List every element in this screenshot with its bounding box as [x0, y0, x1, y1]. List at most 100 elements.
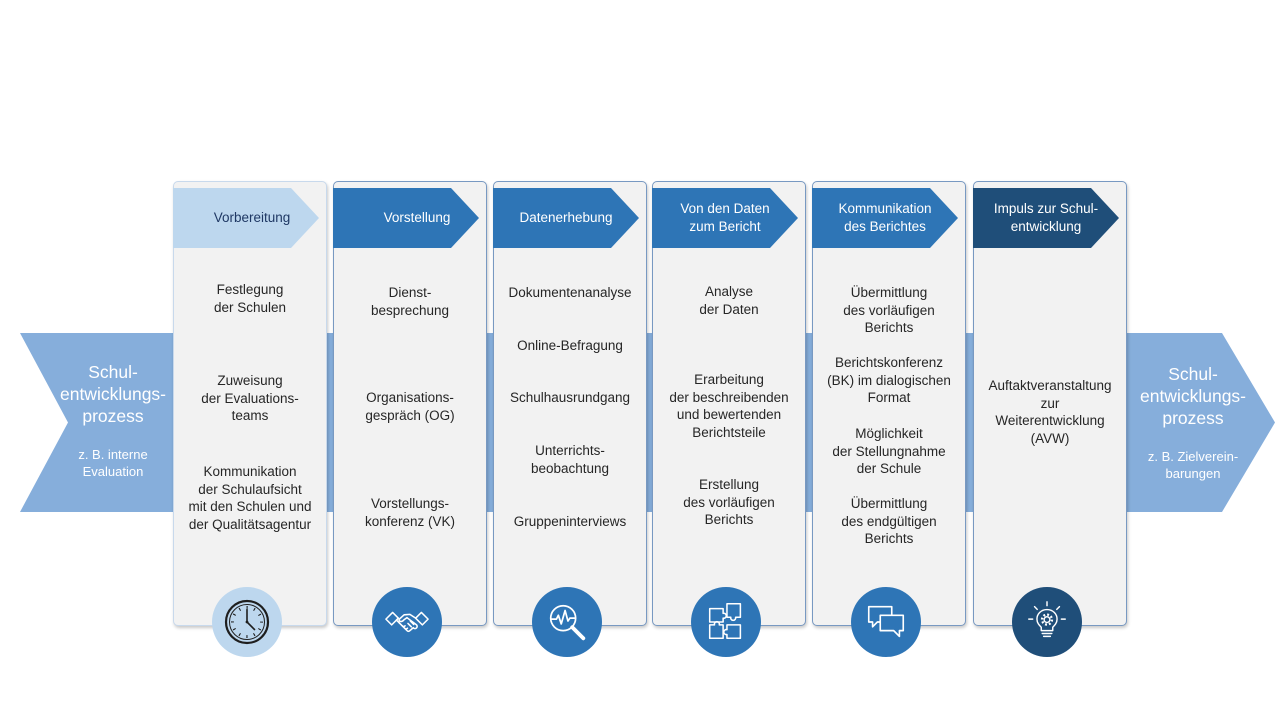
- band-start-label-line: Schul-: [88, 362, 138, 382]
- phase-step-line: des vorläufigen: [683, 494, 775, 510]
- phase-icon-circle: [691, 587, 761, 657]
- phase-icon-circle: [372, 587, 442, 657]
- phase-step-line: Weiterentwicklung: [995, 413, 1105, 428]
- phase-title: Vorstellung: [383, 210, 451, 225]
- phase-step-line: zur: [1040, 395, 1060, 411]
- phase-title: Kommunikation: [838, 201, 932, 216]
- clock-icon: [224, 599, 270, 645]
- phase-step-line: Möglichkeit: [855, 426, 923, 441]
- phase-step-line: konferenz (VK): [364, 513, 456, 529]
- phase-step-line: (BK) im dialogischen: [827, 372, 951, 388]
- phase-title: Vorbereitung: [213, 210, 291, 225]
- handshake-icon: [385, 611, 429, 633]
- phase-card-impuls-zur-schulentwicklung: Impuls zur Schul- entwicklung Auftaktver…: [973, 181, 1127, 657]
- phase-step-line: (AVW): [1030, 430, 1070, 446]
- phase-step: Vorstellungs- konferenz (VK): [334, 495, 486, 530]
- phase-card-von-den-daten-zum-bericht: Von den Daten zum Bericht Analyse der Da…: [652, 181, 806, 657]
- phase-step: Übermittlung des vorläufigen Berichts: [813, 284, 965, 337]
- band-end-label-line: entwicklungs-: [1139, 386, 1247, 406]
- phase-step: Dokumentenanalyse: [494, 284, 646, 302]
- phase-step-line: Dokumentenanalyse: [508, 285, 632, 300]
- phase-step-line: teams: [231, 408, 269, 423]
- phase-step-line: mit den Schulen und: [188, 499, 312, 514]
- phase-step: Gruppeninterviews: [494, 513, 646, 531]
- phase-step-line: Berichts: [864, 320, 914, 335]
- band-end-sublabel-line: z. B. Zielverein-: [1147, 449, 1239, 464]
- band-start-sublabel-line: z. B. interne: [78, 447, 148, 462]
- phase-step-line: und bewertenden: [676, 407, 782, 422]
- band-start-label-line: entwicklungs-: [59, 384, 167, 404]
- phase-step-line: der Schule: [856, 461, 922, 476]
- band-end-label-line: prozess: [1162, 408, 1224, 428]
- phase-step-line: der Qualitätsagentur: [188, 516, 312, 532]
- phase-icon-circle: [851, 587, 921, 657]
- phase-step-line: des vorläufigen: [843, 302, 935, 318]
- phase-step-line: Gruppeninterviews: [513, 514, 627, 529]
- phase-step: Möglichkeit der Stellungnahme der Schule: [813, 425, 965, 478]
- phase-step-line: Online-Befragung: [517, 338, 623, 353]
- phase-step: Schulhausrundgang: [494, 389, 646, 407]
- phase-step-line: Festlegung: [216, 282, 284, 297]
- phase-step: Analyse der Daten: [653, 283, 805, 318]
- lightbulb-gear-icon: [1028, 601, 1066, 638]
- phase-step: Festlegung der Schulen: [174, 281, 326, 316]
- phase-header-arrow: Impuls zur Schul- entwicklung: [973, 188, 1119, 248]
- phase-step-line: Berichtskonferenz: [834, 355, 944, 370]
- phase-title: Impuls zur Schul-: [993, 201, 1099, 216]
- phase-step-line: Analyse: [704, 284, 754, 299]
- band-start-label-line: prozess: [82, 406, 144, 426]
- phase-step-line: Dienst-: [388, 285, 432, 300]
- phase-step-line: Berichtsteile: [692, 424, 766, 440]
- phase-title: entwicklung: [1010, 219, 1082, 234]
- phase-step: Berichtskonferenz (BK) im dialogischen F…: [813, 354, 965, 407]
- band-end-label: Schul- entwicklungs- prozess: [1118, 363, 1268, 429]
- phase-title: zum Bericht: [689, 219, 761, 234]
- phase-step: Kommunikation der Schulaufsicht mit den …: [174, 463, 326, 533]
- phase-step-line: Format: [867, 390, 911, 405]
- phase-step: Auftaktveranstaltung zur Weiterentwicklu…: [974, 377, 1126, 447]
- phase-icon-circle: [532, 587, 602, 657]
- phase-step-line: Übermittlung: [850, 285, 928, 300]
- phase-step-line: besprechung: [370, 302, 450, 318]
- phase-step-line: der Stellungnahme: [832, 443, 946, 459]
- phase-step-line: der Evaluations-: [201, 390, 299, 406]
- phase-step-line: Erarbeitung: [694, 372, 764, 387]
- phase-step-line: der Schulaufsicht: [198, 481, 302, 497]
- phase-icon-circle: [212, 587, 282, 657]
- phase-step: Erarbeitung der beschreibenden und bewer…: [653, 371, 805, 441]
- phase-step: Zuweisung der Evaluations- teams: [174, 372, 326, 425]
- phase-step-line: Erstellung: [698, 477, 760, 492]
- phase-step: Online-Befragung: [494, 337, 646, 355]
- phase-card-vorstellung: Vorstellung Dienst- besprechung Organisa…: [333, 181, 487, 657]
- phase-step: Organisations- gespräch (OG): [334, 389, 486, 424]
- phase-step-line: Auftaktveranstaltung: [988, 378, 1112, 393]
- phase-header-arrow: Vorbereitung: [173, 188, 319, 248]
- phase-step: Unterrichts- beobachtung: [494, 442, 646, 477]
- phase-title: Datenerhebung: [519, 210, 613, 225]
- phase-step-line: gespräch (OG): [365, 407, 455, 423]
- phase-header-arrow: Vorstellung: [333, 188, 479, 248]
- phase-icon-circle: [1012, 587, 1082, 657]
- band-start-sublabel: z. B. interne Evaluation: [38, 446, 188, 480]
- phase-header-arrow: Datenerhebung: [493, 188, 639, 248]
- magnifier-heartbeat-icon: [549, 604, 586, 641]
- phase-card-kommunikation-des-berichtes: Kommunikation des Berichtes Übermittlung…: [812, 181, 966, 657]
- chat-bubbles-icon: [867, 605, 905, 638]
- phase-step-line: Vorstellungs-: [370, 496, 450, 511]
- phase-step-line: Schulhausrundgang: [509, 390, 631, 405]
- phase-step-line: des endgültigen: [841, 513, 937, 529]
- phase-step-line: der Daten: [699, 301, 759, 317]
- phase-step: Erstellung des vorläufigen Berichts: [653, 476, 805, 529]
- phase-title: Von den Daten: [680, 201, 770, 216]
- phase-step-line: Organisations-: [366, 390, 454, 405]
- phase-step-line: Zuweisung: [217, 373, 283, 388]
- phase-step: Dienst- besprechung: [334, 284, 486, 319]
- band-end-sublabel: z. B. Zielverein- barungen: [1118, 448, 1268, 482]
- phase-step-line: Berichts: [704, 512, 754, 527]
- phase-header-arrow: Kommunikation des Berichtes: [812, 188, 958, 248]
- phase-header-arrow: Von den Daten zum Bericht: [652, 188, 798, 248]
- band-end-label-line: Schul-: [1168, 364, 1218, 384]
- phase-step-line: der beschreibenden: [669, 389, 789, 405]
- phase-step-line: beobachtung: [530, 460, 610, 476]
- phase-step-line: Kommunikation: [203, 464, 297, 479]
